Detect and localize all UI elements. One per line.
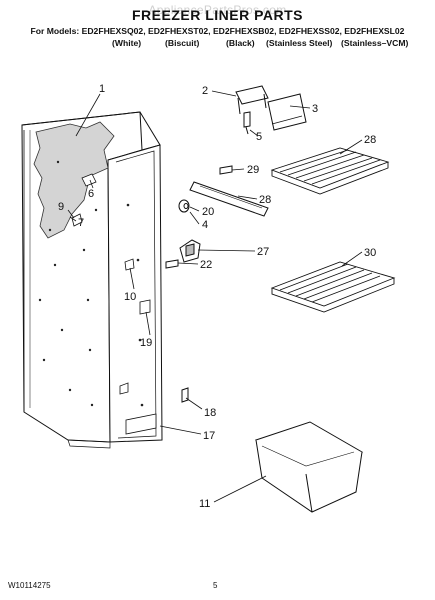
watermark: AppliancePartsPros.com [148,3,287,17]
callout-20: 20 [202,206,214,218]
screw-18 [181,387,189,403]
callout-18: 18 [204,407,216,419]
finish-label-white: (White) [112,38,142,48]
callout-10: 10 [124,291,136,303]
callout-30: 30 [364,247,376,259]
bracket-cover [267,93,307,131]
callout-1: 1 [99,83,105,95]
bushing-20 [178,199,190,213]
finish-label-stainless-steel: (Stainless Steel) [266,38,333,48]
callout-3: 3 [312,103,318,115]
liner-insulation-patch [33,121,115,239]
leader-lines [67,90,363,503]
models-line: For Models: ED2FHEXSQ02, ED2FHEXST02, ED… [30,26,405,36]
finish-labels: (White) (Biscuit) (Black) (Stainless Ste… [0,38,435,50]
callout-4: 4 [202,219,208,231]
callout-27: 27 [257,246,269,258]
page-number: 5 [213,581,218,590]
callout-2: 2 [202,85,208,97]
screw-29 [219,165,233,175]
callout-28: 28 [259,194,271,206]
doc-number: W10114275 [8,581,51,590]
bracket-27 [179,239,201,263]
finish-label-black: (Black) [226,38,255,48]
wire-shelf-upper [270,147,390,195]
callout-19: 19 [140,337,152,349]
callout-5: 5 [256,131,262,143]
callout-22: 22 [200,259,212,271]
finish-label-stainless-vcm: (Stainless–VCM) [341,38,409,48]
callout-7: 7 [78,217,84,229]
callout-9: 9 [58,201,64,213]
storage-bin [254,421,364,513]
page-title: FREEZER LINER PARTS [131,7,304,23]
callout-6: 6 [88,188,94,200]
callout-17: 17 [203,430,215,442]
callout-labels: 1 2 3 5 28 29 28 20 4 27 22 30 10 19 18 … [58,83,376,510]
wire-shelf-lower [270,261,396,313]
screw-22 [165,259,179,269]
liner-hardware [71,173,157,435]
bracket-assembly [235,85,269,135]
callout-31: 28 [364,134,376,146]
liner-rivets [38,160,144,407]
callout-29: 29 [247,164,259,176]
shelf-track [189,181,269,217]
finish-label-biscuit: (Biscuit) [165,38,200,48]
callout-11: 11 [199,498,210,510]
